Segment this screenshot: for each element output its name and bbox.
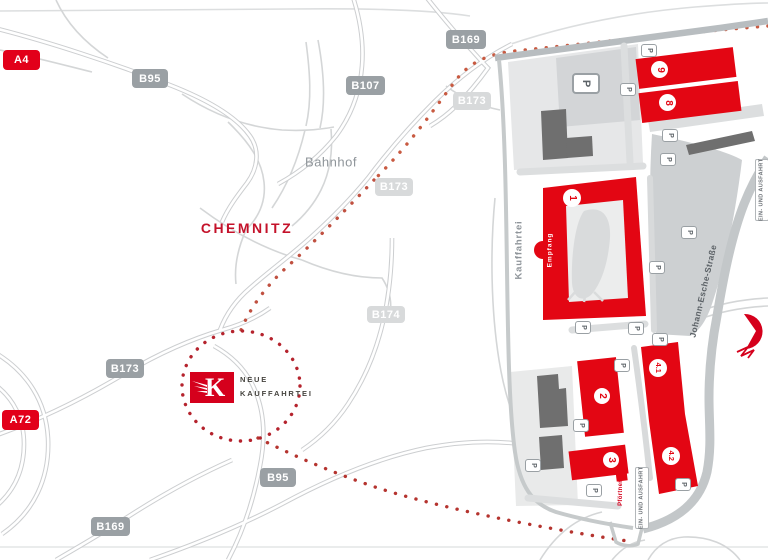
parking-badge-main: P: [572, 73, 600, 94]
neue-kauffahrtei-logo: K: [190, 372, 234, 403]
road-badge-b173-ne: B173: [453, 92, 491, 110]
wing-icon: [192, 381, 207, 393]
road-badge-b169-ne: B169: [446, 30, 486, 49]
gatekeeper-label: Pförtner: [618, 480, 624, 506]
parking-badge: P: [573, 419, 589, 432]
logo-text-line2: KAUFFAHRTEI: [240, 389, 313, 398]
road-badge-b107: B107: [346, 76, 385, 95]
site-marker-dotted-circle: [180, 329, 302, 443]
parking-badge: P: [641, 44, 657, 57]
parking-badge: P: [675, 478, 691, 491]
parking-badge: P: [525, 459, 541, 472]
parking-badge: P: [628, 322, 644, 335]
logo-text-line1: NEUE: [240, 375, 269, 384]
parking-badge: P: [575, 321, 591, 334]
parking-badge: P: [614, 359, 630, 372]
road-badge-b95-nw: B95: [132, 69, 168, 88]
building-number-badge-2: 2: [594, 388, 610, 404]
building-number-badge-3: 3: [603, 452, 619, 468]
road-badge-a72: A72: [2, 410, 39, 430]
city-label: CHEMNITZ: [200, 220, 294, 236]
road-badge-b95-s: B95: [260, 468, 296, 487]
logo-k-mark: K: [205, 373, 226, 402]
street-label-kauffahrtei: Kauffahrtei: [513, 220, 525, 280]
parking-badge: P: [660, 153, 676, 166]
building-number-badge-1: 1: [563, 189, 581, 207]
parking-badge: P: [652, 333, 668, 346]
parking-badge: P: [662, 129, 678, 142]
road-badge-b169-s: B169: [91, 517, 130, 536]
parking-badge: P: [681, 226, 697, 239]
entry-exit-sign-east: EIN- UND AUSFAHRT: [755, 159, 768, 221]
parking-badge: P: [620, 83, 636, 96]
entry-exit-sign-south: EIN- UND AUSFAHRT: [635, 467, 649, 529]
building-number-badge-9: 9: [651, 61, 668, 78]
road-badge-b173-mid: B173: [375, 178, 413, 196]
parking-badge: P: [649, 261, 665, 274]
reception-label: Empfang: [546, 232, 554, 268]
building-number-badge-41: 4.1: [649, 359, 667, 377]
station-label: Bahnhof: [305, 154, 357, 170]
wing-emblem-icon: [736, 313, 763, 359]
building-number-badge-42: 4.2: [662, 447, 680, 465]
road-badge-b174: B174: [367, 306, 405, 323]
map-major-roads: [0, 0, 521, 560]
parking-badge: P: [586, 484, 602, 497]
road-badge-a4: A4: [3, 50, 40, 70]
building-number-badge-8: 8: [659, 94, 676, 111]
road-badge-b173-sw: B173: [106, 359, 144, 378]
